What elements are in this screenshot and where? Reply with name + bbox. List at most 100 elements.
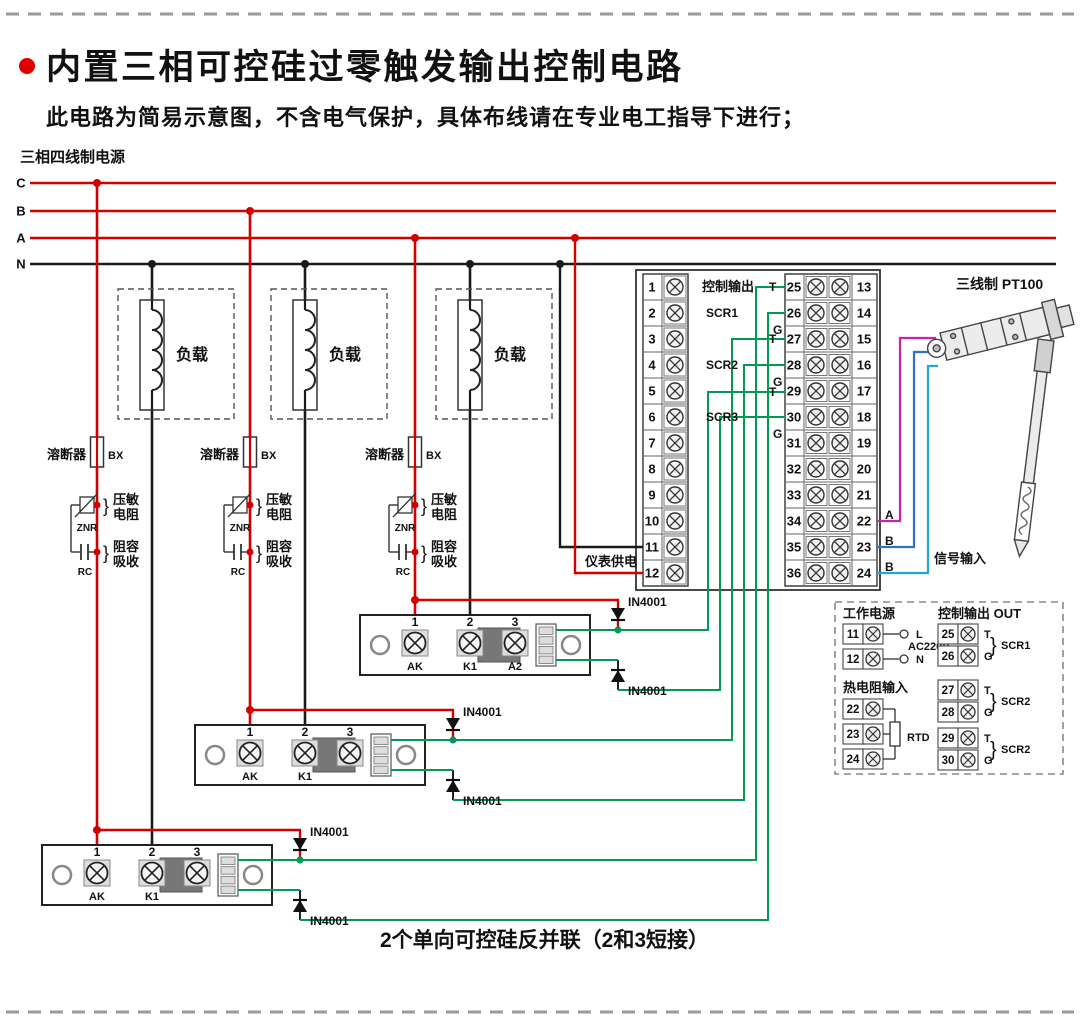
module-pin-label: AK	[89, 891, 105, 903]
wire	[668, 566, 682, 580]
gate-pin	[220, 866, 236, 875]
junction-dot	[246, 207, 254, 215]
diode-icon	[446, 718, 460, 730]
terminal-number: 35	[787, 540, 801, 555]
fuse-code-label: BX	[426, 450, 442, 462]
gate-pin	[373, 756, 389, 765]
varistor-label: 电阻	[113, 507, 139, 522]
wire	[867, 653, 879, 665]
rc-label: 阻容	[266, 539, 292, 554]
diode-icon	[293, 838, 307, 850]
g-label-scr2: G	[773, 375, 782, 389]
junction-dot	[614, 626, 622, 634]
box	[663, 379, 687, 403]
box	[805, 536, 828, 558]
junction-dot	[556, 260, 564, 268]
pt100-label: 三线制 PT100	[956, 276, 1043, 292]
module-terminal-number: 2	[302, 725, 309, 739]
controller-outline	[635, 269, 881, 591]
wire	[962, 706, 974, 718]
terminal-number: 21	[857, 488, 871, 503]
brace: }	[421, 496, 427, 516]
power-line-label: N	[16, 257, 25, 272]
module-pin-label: AK	[242, 771, 258, 783]
terminal-number: 4	[648, 358, 656, 373]
terminal-number: 8	[648, 462, 655, 477]
wire	[144, 865, 160, 881]
wire	[668, 358, 682, 372]
module-terminal-number: 1	[94, 845, 101, 859]
rc-label: 阻容	[431, 539, 457, 554]
box	[828, 458, 851, 480]
panel-terminal-number: 12	[847, 654, 860, 666]
brace: }	[421, 543, 427, 563]
wire	[809, 280, 823, 294]
rtd-resistor	[889, 721, 901, 747]
brace: }	[103, 543, 109, 563]
rc-label: 吸收	[266, 554, 293, 569]
gate-pin	[220, 856, 236, 865]
box	[805, 432, 828, 454]
panel-terminal-number: 25	[942, 629, 955, 641]
varistor-label: 压敏	[266, 492, 293, 507]
diode-icon	[446, 780, 460, 792]
box	[828, 302, 851, 324]
box	[828, 562, 851, 584]
wire	[833, 566, 847, 580]
t-label-scr2: T	[769, 332, 777, 346]
wire	[867, 628, 879, 640]
control-output-label: 控制输出	[702, 279, 754, 294]
terminal-number: 10	[645, 514, 659, 529]
box	[805, 562, 828, 584]
module-terminal-number: 3	[194, 845, 201, 859]
load-coil-icon	[469, 309, 481, 391]
instrument-neutral-wire	[558, 264, 643, 549]
wire	[809, 358, 823, 372]
module-terminal-number: 1	[412, 615, 419, 629]
box	[828, 328, 851, 350]
terminal-number: 15	[857, 332, 871, 347]
open-terminal-icon	[899, 629, 909, 639]
wire	[867, 728, 879, 740]
varistor-ref: ZNR	[230, 523, 251, 534]
t-label-scr1: T	[769, 280, 777, 294]
terminal-number: 1	[648, 280, 655, 295]
panel-terminal-number: 24	[847, 754, 860, 766]
wire	[668, 280, 682, 294]
sensor-pin-a-label: A	[885, 508, 894, 522]
box	[828, 406, 851, 428]
module-hole-icon	[242, 864, 264, 886]
wire	[507, 635, 523, 651]
t-label-scr3: T	[769, 385, 777, 399]
wire	[809, 410, 823, 424]
terminal-number: 27	[787, 332, 801, 347]
load-label: 负载	[494, 345, 526, 364]
box	[663, 301, 687, 325]
wire	[833, 280, 847, 294]
box	[805, 380, 828, 402]
terminal-number: 7	[648, 436, 655, 451]
box	[805, 276, 828, 298]
trigger-g-wire	[300, 312, 785, 921]
box	[805, 406, 828, 428]
terminal-number: 36	[787, 566, 801, 581]
wire	[809, 566, 823, 580]
wire	[962, 732, 974, 744]
varistor-label: 电阻	[431, 507, 457, 522]
gate-pin	[373, 736, 389, 745]
wire	[242, 745, 258, 761]
box	[663, 431, 687, 455]
load-dashed-box	[435, 288, 553, 420]
module-pin-label: K1	[145, 891, 159, 903]
rc-label: 阻容	[113, 539, 139, 554]
page-subtitle: 此电路为简易示意图，不含电气保护，具体布线请在专业电工指导下进行；	[46, 105, 805, 130]
panel-terminal-number: 27	[942, 685, 955, 697]
module-terminal-number: 1	[247, 725, 254, 739]
terminal-number: 12	[645, 566, 659, 581]
box	[828, 432, 851, 454]
instrument-phase-wire	[573, 238, 643, 575]
scr1-group-label: SCR1	[706, 306, 738, 320]
diode-label: IN4001	[463, 794, 502, 808]
junction-dot	[301, 260, 309, 268]
panel-g-label: G	[984, 707, 993, 719]
